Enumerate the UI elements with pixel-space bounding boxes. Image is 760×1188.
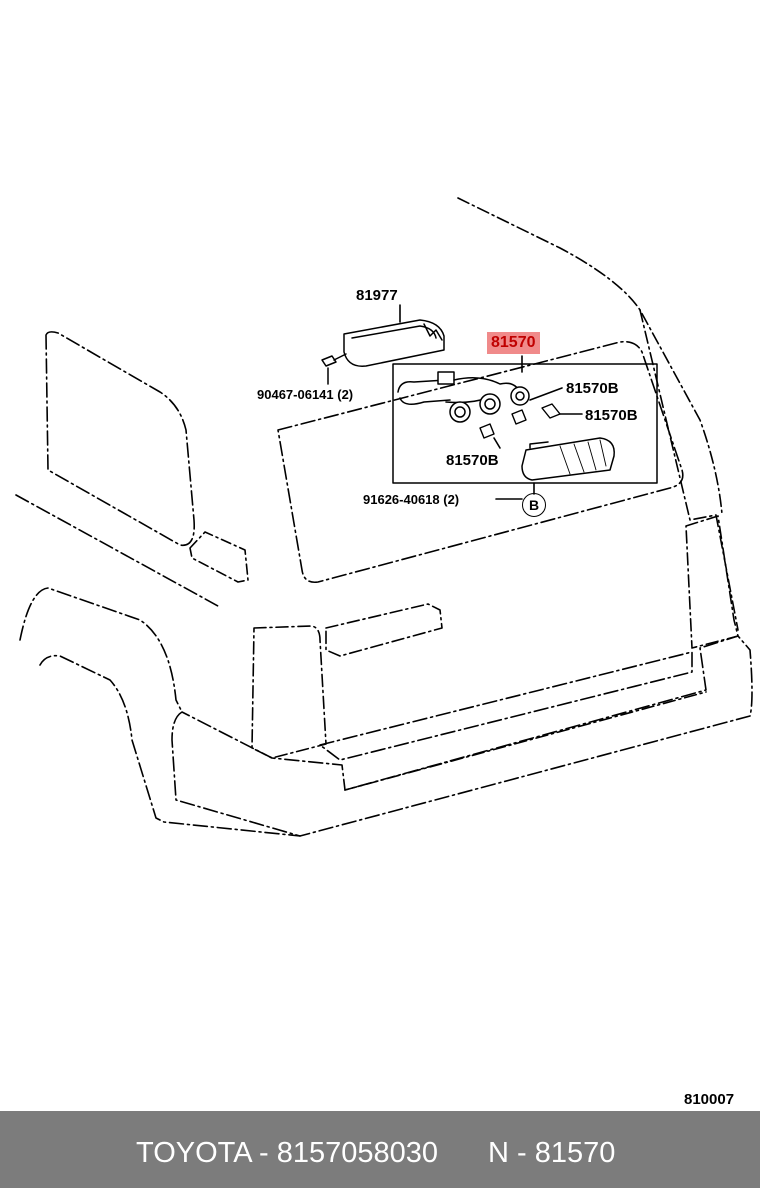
left-tail-lamp bbox=[251, 625, 327, 759]
bulbs bbox=[479, 403, 561, 439]
callout-main-part[interactable]: 81570 bbox=[487, 332, 540, 354]
side-window bbox=[45, 331, 196, 547]
detail-box bbox=[392, 363, 658, 484]
side-small-pane bbox=[189, 531, 249, 583]
bumper-inner bbox=[344, 691, 707, 791]
back-door-lower bbox=[319, 651, 693, 761]
rear-pillar bbox=[639, 309, 739, 631]
license-garnish bbox=[325, 603, 443, 657]
rear-bumper bbox=[171, 635, 753, 837]
parts-diagram: 81977 90467-06141 (2) 81570 81570B 81570… bbox=[15, 197, 753, 1108]
footer-part-number: TOYOTA - 8157058030 bbox=[136, 1137, 439, 1169]
socket-harness bbox=[397, 371, 530, 423]
vehicle-rear-drawing bbox=[15, 197, 753, 837]
wheel-arch bbox=[39, 654, 301, 837]
left-body-side bbox=[19, 587, 183, 713]
right-tail-lamp bbox=[685, 515, 739, 649]
page-code: 810007 bbox=[684, 1091, 735, 1108]
callout-screw: 90467-06141 (2) bbox=[257, 387, 354, 402]
callout-bulb-top: 81570B bbox=[566, 380, 619, 397]
lamp-cover-part bbox=[343, 319, 445, 367]
footer-ref-code: N - 81570 bbox=[488, 1137, 616, 1169]
footer-bar: TOYOTA - 8157058030 N - 81570 bbox=[0, 1111, 760, 1188]
callout-bulb-right: 81570B bbox=[585, 407, 638, 424]
ref-circle-b: B bbox=[522, 493, 546, 517]
lamp-lens bbox=[521, 437, 615, 481]
callout-clip: 91626-40618 (2) bbox=[363, 492, 460, 507]
callout-81977: 81977 bbox=[356, 287, 398, 304]
belt-line bbox=[15, 494, 219, 607]
screw-part bbox=[321, 353, 347, 385]
callout-bulb-bottom: 81570B bbox=[446, 452, 499, 469]
